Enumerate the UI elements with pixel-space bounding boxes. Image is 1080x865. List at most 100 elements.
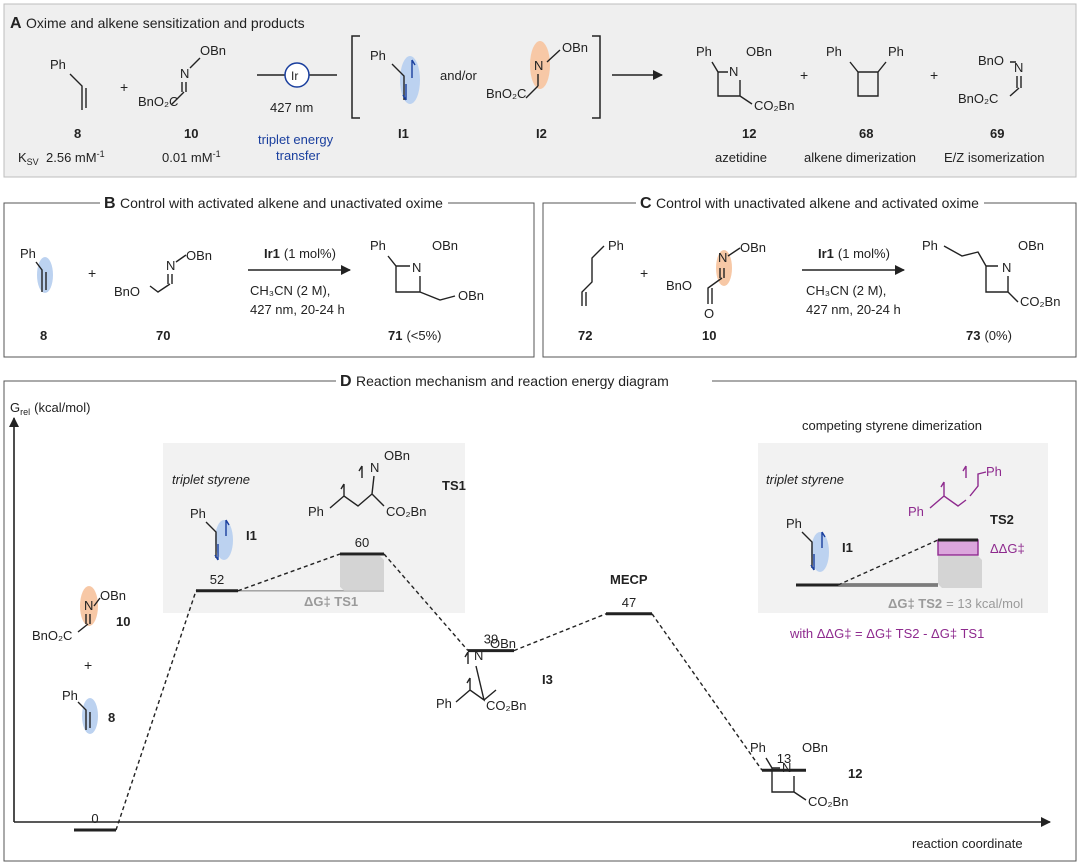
dg-ts2-label: ΔG‡ TS2= 13 kcal/mol [888,596,1023,611]
d-i1-label-right: I1 [842,540,853,555]
c-label-73: 73(0%) [966,328,1012,343]
ts1-structure [329,465,385,509]
c-catalyst: Ir1(1 mol%) [818,246,890,261]
i2-n: N [534,58,543,73]
b-label-70: 70 [156,328,170,343]
c-p-ester: CO₂Bn [1020,294,1060,309]
p69-ester: BnO₂C [958,91,998,106]
energy-connector-4 [651,613,763,771]
and-or-label: and/or [440,68,478,83]
energy-connector-2 [383,553,469,652]
c-p-obn: OBn [1018,238,1044,253]
d-r10-n: N [84,598,93,613]
ts1-barrier-box [340,556,384,591]
c-alkene-ph: Ph [608,238,624,253]
plus-sign-1: + [120,79,128,95]
ete-line1: triplet energy [258,132,334,147]
left-bracket [351,35,360,119]
panel-d-letter: D [340,373,352,390]
plus-sign-2: + [800,67,808,83]
label-68: 68 [859,126,873,141]
panel-a-letter: A [10,15,22,32]
d-i1-structure-left [205,521,217,558]
panel-d: D Reaction mechanism and reaction energy… [3,371,1077,862]
oxime-10-obn: OBn [200,43,226,58]
panel-d-title-bg [336,371,712,391]
oxime-10-n: N [180,66,189,81]
d-i1-ph-left: Ph [190,506,206,521]
i1-blue-glow [400,56,420,104]
i3-n: N [474,648,483,663]
d-oxime-glow [80,586,98,626]
panel-b: B Control with activated alkene and unac… [3,193,535,358]
d-i1-ph-right: Ph [786,516,802,531]
b-styrene-glow [37,257,53,293]
competing-dimerization-label: competing styrene dimerization [802,418,982,433]
x-axis-label: reaction coordinate [912,836,1023,851]
i3-label: I3 [542,672,553,687]
right-bracket [592,35,601,119]
d-i1-spins-left [214,519,230,561]
ts2-structure [929,465,987,509]
styrene-8-structure [69,73,87,110]
energy-value-i1: 52 [210,572,224,587]
i3-obn: OBn [490,636,516,651]
p68-ph1: Ph [826,44,842,59]
d-i1-glow-left [215,520,233,560]
ts1-label: TS1 [442,478,466,493]
i2-ester: BnO₂C [486,86,526,101]
ts2-ph2: Ph [986,464,1002,479]
panel-b-border [3,202,535,358]
energy-value-12: 13 [777,751,791,766]
b-oxime-structure [149,254,187,293]
panel-a-title: Oxime and alkene sensitization and produ… [26,15,305,31]
label-i2: I2 [536,126,547,141]
triplet-styrene-right: triplet styrene [766,472,844,487]
energy-value-start: 0 [91,811,98,826]
panel-c-title: Control with unactivated alkene and acti… [656,195,979,211]
d-p12-obn: OBn [802,740,828,755]
c-oxime-10-structure [707,247,741,304]
panel-a: A Oxime and alkene sensitization and pro… [3,3,1077,178]
label-12: 12 [742,126,756,141]
c-bno: BnO [666,278,692,293]
ts1-region-box [163,443,465,613]
d-i1-spins-right [810,531,826,571]
d-r8-structure [77,701,91,730]
p12-n: N [729,64,738,79]
ksv-value-10: 0.01 mM-1 [162,149,221,165]
i1-structure [391,63,405,100]
panel-d-title: Reaction mechanism and reaction energy d… [356,373,669,389]
c-alkene-72-structure [581,245,605,306]
desc-12: azetidine [715,150,767,165]
c-oxime-obn: OBn [740,240,766,255]
b-condition-2: 427 nm, 20-24 h [250,302,345,317]
i3-structure [455,651,497,703]
oxime-10-ester: BnO₂C [138,94,178,109]
b-azetidine-71-structure [387,255,456,301]
c-o: O [704,306,714,321]
i1-ph-label: Ph [370,48,386,63]
ete-line2: transfer [276,148,321,163]
ts2-label: TS2 [990,512,1014,527]
ts1-obn: OBn [384,448,410,463]
d-i1-glow-right [811,532,829,572]
d-azetidine-12-structure [765,757,807,801]
b-styrene-structure [35,261,47,292]
i3-ester: CO₂Bn [486,698,526,713]
ts2-ph1: Ph [908,504,924,519]
b-styrene-ph: Ph [20,246,36,261]
p12-ester: CO₂Bn [754,98,794,113]
b-plus: + [88,265,96,281]
b-label-8: 8 [40,328,47,343]
mecp-label: MECP [610,572,648,587]
ir-catalyst-circle [284,62,310,88]
styrene-ph-label: Ph [50,57,66,72]
c-condition-1: CH₃CN (2 M), [806,283,886,298]
wavelength-label: 427 nm [270,100,313,115]
p12-ph: Ph [696,44,712,59]
c-plus: + [640,265,648,281]
ir-catalyst-label: Ir [291,69,298,83]
ddg-label: ΔΔG‡ [990,541,1025,556]
label-i1: I1 [398,126,409,141]
